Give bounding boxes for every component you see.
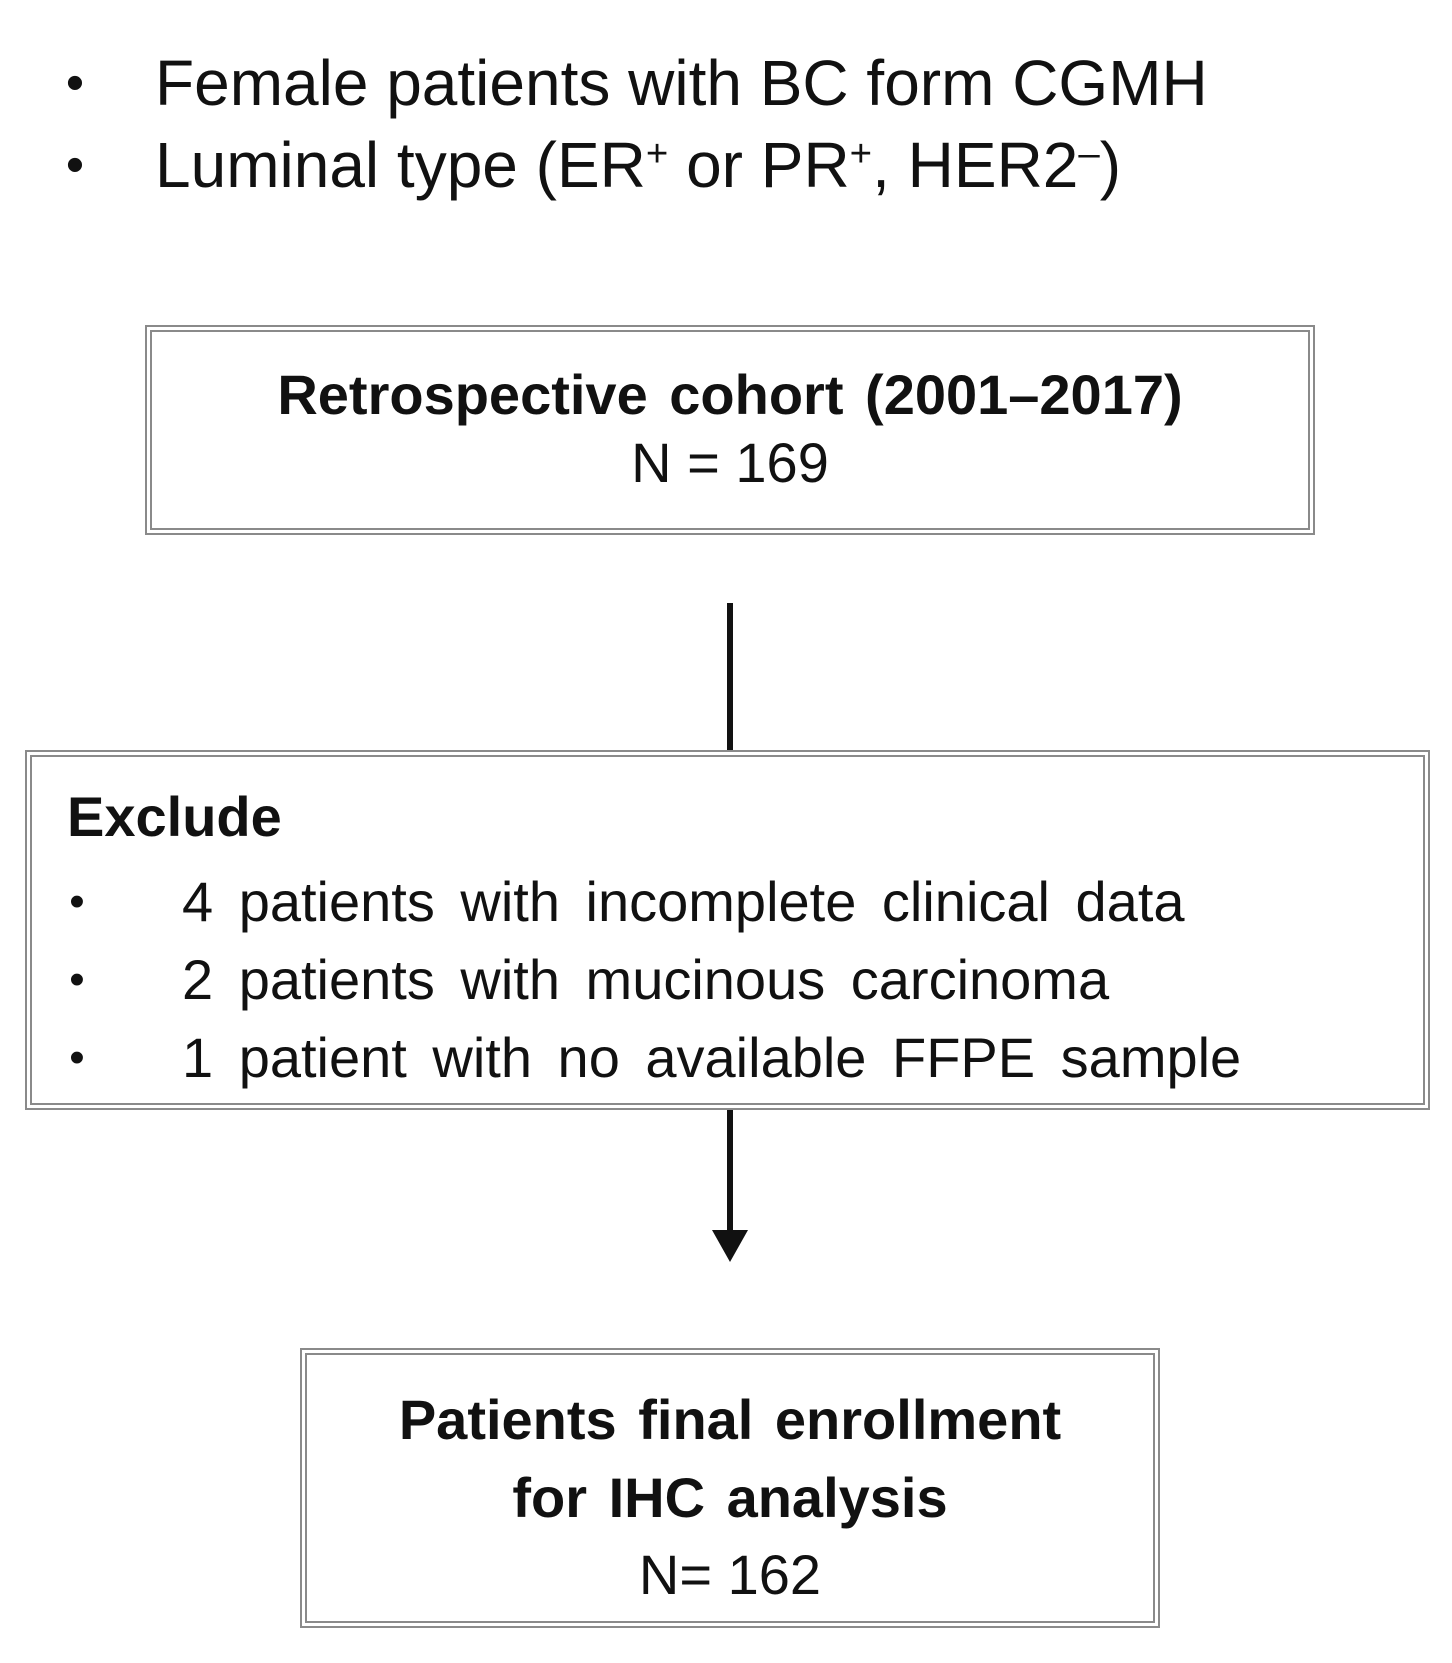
criterion-text: Female patients with BC form CGMH (155, 47, 1208, 119)
cohort-count: N = 169 (631, 431, 829, 494)
superscript: + (849, 131, 873, 175)
final-title: Patients final enrollment for IHC analys… (307, 1381, 1153, 1537)
bullet-icon: • (69, 955, 85, 1004)
final-title-line1: Patients final enrollment (398, 1388, 1062, 1451)
bullet-icon: • (69, 877, 85, 926)
criterion-item: • Female patients with BC form CGMH (55, 42, 1435, 124)
superscript: – (1078, 131, 1100, 175)
exclude-item-text: 1 patient with no available FFPE sample (182, 1026, 1242, 1089)
exclude-item-text: 2 patients with mucinous carcinoma (182, 948, 1110, 1011)
cohort-box: Retrospective cohort (2001–2017) N = 169 (145, 325, 1315, 535)
final-title-line2: for IHC analysis (512, 1466, 948, 1529)
superscript: + (645, 131, 669, 175)
inclusion-criteria: • Female patients with BC form CGMH • Lu… (55, 42, 1435, 206)
arrowhead-icon (712, 1230, 748, 1262)
cohort-title: Retrospective cohort (2001–2017) (277, 363, 1183, 426)
exclude-box: Exclude • 4 patients with incomplete cli… (25, 750, 1430, 1110)
criterion-item: • Luminal type (ER+ or PR+, HER2–) (55, 124, 1435, 206)
criterion-text: Luminal type (ER+ or PR+, HER2–) (155, 129, 1122, 201)
bullet-icon: • (65, 136, 85, 194)
exclude-item-text: 4 patients with incomplete clinical data (182, 870, 1185, 933)
bullet-icon: • (69, 1033, 85, 1082)
final-count: N= 162 (638, 1543, 822, 1606)
bullet-icon: • (65, 54, 85, 112)
exclude-title: Exclude (67, 785, 282, 848)
final-enrollment-box: Patients final enrollment for IHC analys… (300, 1348, 1160, 1628)
